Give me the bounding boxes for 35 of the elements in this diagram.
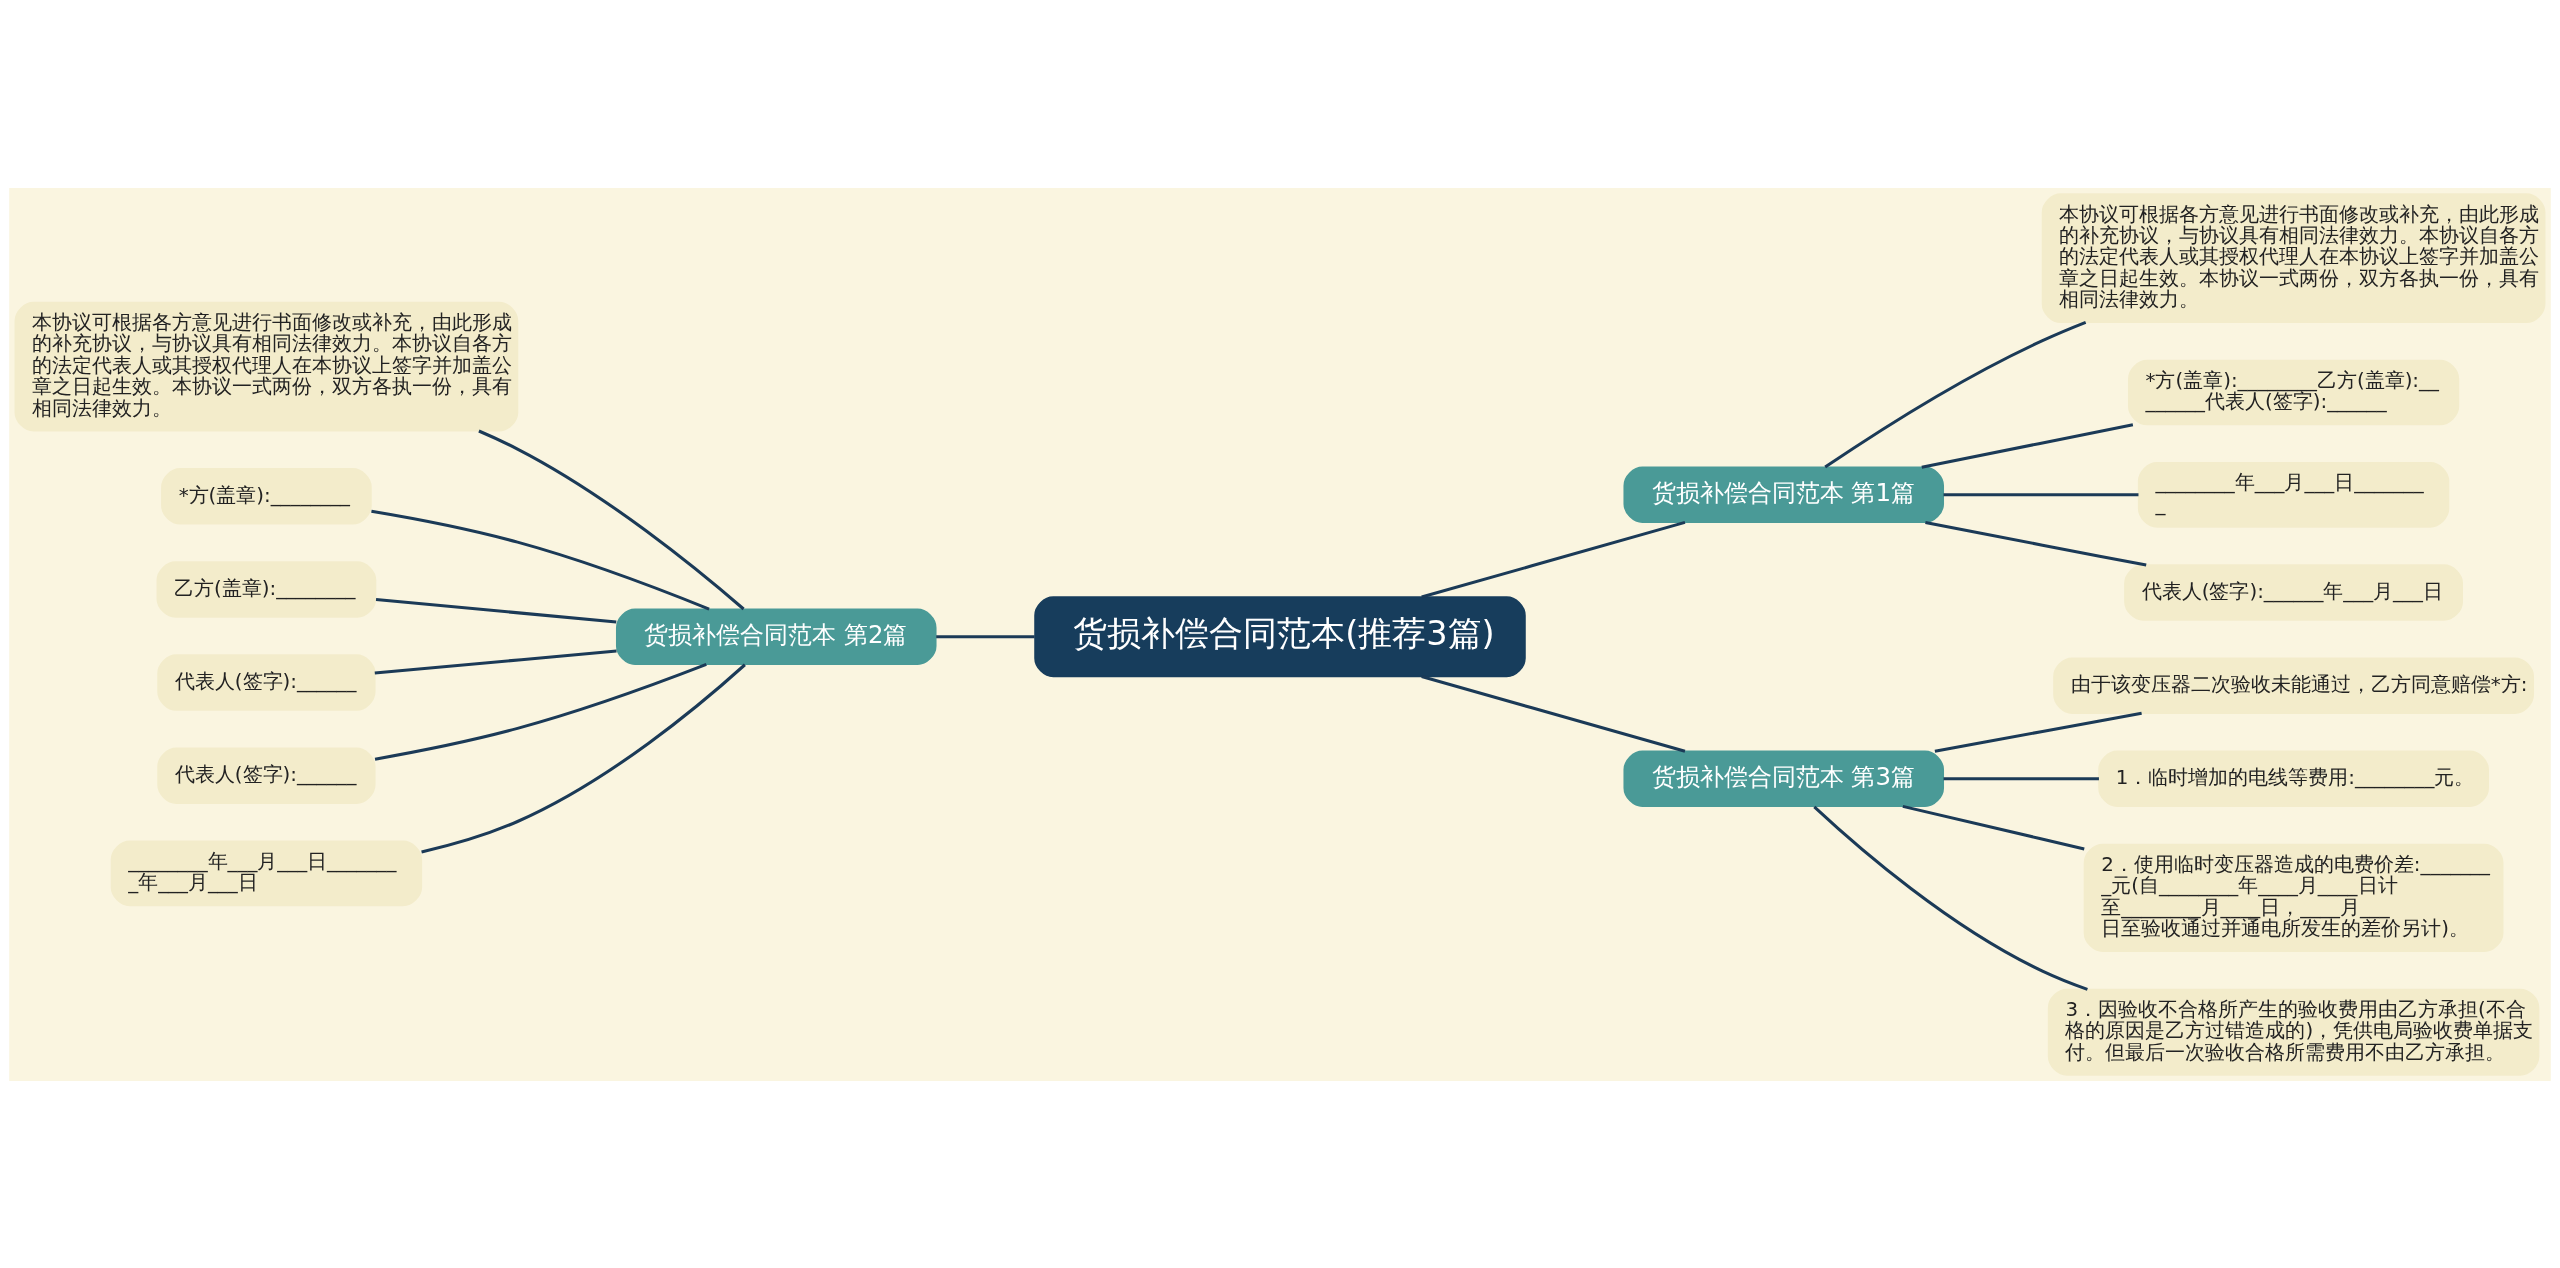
connector (1421, 520, 1686, 599)
connector (936, 634, 1035, 638)
node-box: 货损补偿合同范本(推荐3篇) (1034, 595, 1526, 677)
node-box: 1．临时增加的电线等费用:________元。 (2098, 750, 2489, 807)
connector (1943, 492, 2139, 496)
node-box: 货损补偿合同范本 第3篇 (1623, 750, 1945, 807)
node-box: 2．使用临时变压器造成的电费价差:________元(自________年____月____日计至________月____日，____月___日至验收通过并通电所发生的差价另计)。 (2083, 843, 2504, 952)
connector (374, 662, 707, 761)
node-box: 3．因验收不合格所产生的验收费用由乙方承担(不合格的原因是乙方过错造成的)，凭供电局验收费单据支付。但最后一次验收合格所需费用不由乙方承担。 (2047, 988, 2540, 1076)
connector (1824, 320, 2087, 468)
node-box: *方(盖章):________ (161, 467, 372, 525)
connector (371, 509, 710, 611)
connector (1934, 711, 2142, 753)
connector (1902, 804, 2085, 850)
connector (375, 597, 617, 623)
node-box: 货损补偿合同范本 第2篇 (615, 608, 937, 665)
node-box: ________年___月___日________ (2137, 461, 2450, 528)
connector (1921, 422, 2134, 469)
node-box: ________年___月___日________年___月___日 (110, 840, 423, 906)
node-box: 乙方(盖章):________ (156, 560, 377, 618)
node-box: 本协议可根据各方意见进行书面修改或补充，由此形成的补充协议，与协议具有相同法律效力。本协议自各方的法定代表人或其授权代理人在本协议上签字并加盖公章之日起生效。本协议一式两份，双方各执一份，具有相同法律效力。 (2041, 192, 2546, 323)
connector (421, 663, 746, 853)
connector (1421, 674, 1686, 753)
node-box: 代表人(签字):______ (157, 746, 376, 804)
node-box: 代表人(签字):______ (157, 653, 376, 711)
connector (1943, 776, 2099, 780)
node-box: 由于该变压器二次验收未能通过，乙方同意赔偿*方: (2053, 656, 2534, 714)
connector (374, 649, 617, 674)
connector (1813, 805, 2088, 991)
connector (478, 429, 745, 610)
node-box: 本协议可根据各方意见进行书面修改或补充，由此形成的补充协议，与协议具有相同法律效力。本协议自各方的法定代表人或其授权代理人在本协议上签字并加盖公章之日起生效。本协议一式两份，双方各执一份，具有相同法律效力。 (14, 301, 519, 431)
node-box: 代表人(签字):______年___月___日 (2124, 563, 2464, 621)
connector (1925, 520, 2147, 566)
node-box: 货损补偿合同范本 第1篇 (1623, 466, 1945, 523)
node-box: *方(盖章):________乙方(盖章):________代表人(签字):______ (2127, 359, 2460, 425)
